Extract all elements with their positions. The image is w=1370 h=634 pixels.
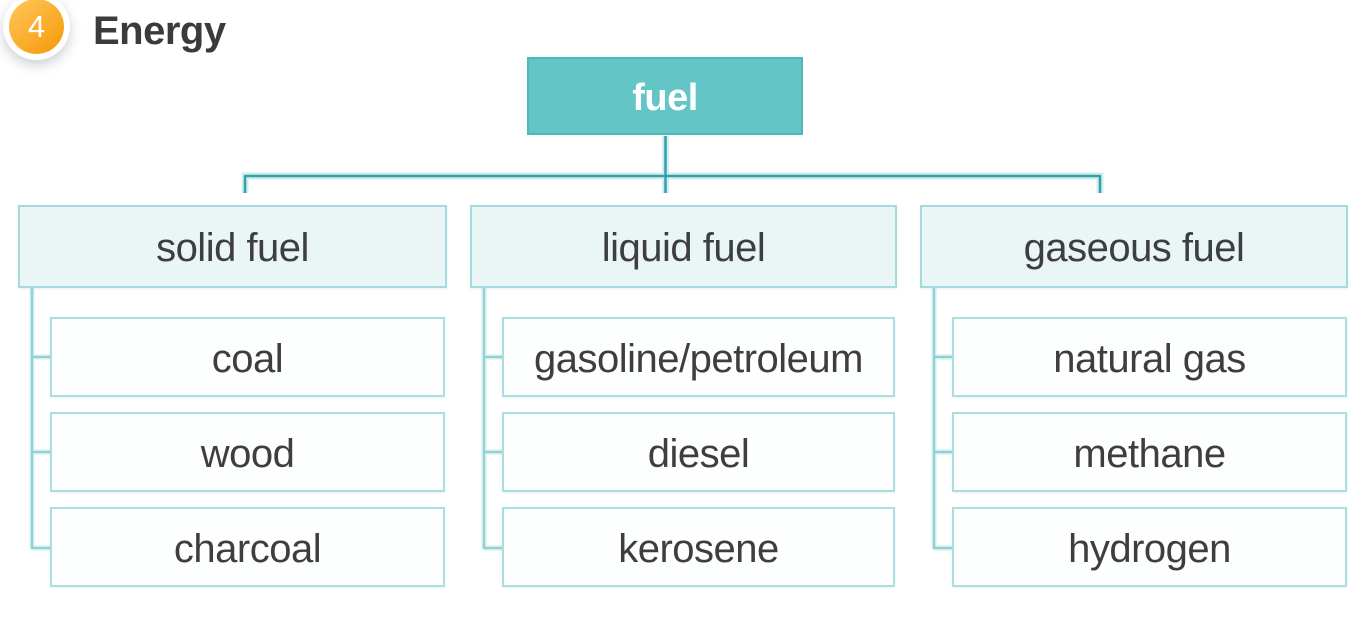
category-node-liquid-fuel: liquid fuel	[470, 205, 897, 288]
liquid-fuel-branch-connector-halo	[481, 288, 502, 551]
leaf-node-wood: wood	[50, 412, 445, 492]
page-title: Energy	[93, 8, 226, 53]
solid-fuel-branch-connector	[30, 286, 52, 550]
category-node-gaseous-fuel: gaseous fuel	[920, 205, 1348, 288]
gaseous-fuel-branch-connector-halo	[931, 288, 952, 551]
leaf-node-coal: coal	[50, 317, 445, 397]
root-node-fuel: fuel	[527, 57, 803, 135]
category-node-solid-fuel: solid fuel	[18, 205, 447, 288]
liquid-fuel-branch-connector	[482, 286, 504, 550]
solid-fuel-branch-connector-halo	[29, 288, 50, 551]
leaf-node-gasoline-petroleum: gasoline/petroleum	[502, 317, 895, 397]
leaf-node-charcoal: charcoal	[50, 507, 445, 587]
leaf-node-natural-gas: natural gas	[952, 317, 1347, 397]
leaf-node-diesel: diesel	[502, 412, 895, 492]
leaf-node-kerosene: kerosene	[502, 507, 895, 587]
leaf-node-hydrogen: hydrogen	[952, 507, 1347, 587]
lesson-number-badge: 4	[9, 0, 64, 54]
leaf-node-methane: methane	[952, 412, 1347, 492]
root-bracket-connector	[243, 136, 1102, 193]
root-bracket-connector-halo	[241, 136, 1104, 193]
gaseous-fuel-branch-connector	[932, 286, 954, 550]
lesson-number: 4	[27, 8, 46, 44]
